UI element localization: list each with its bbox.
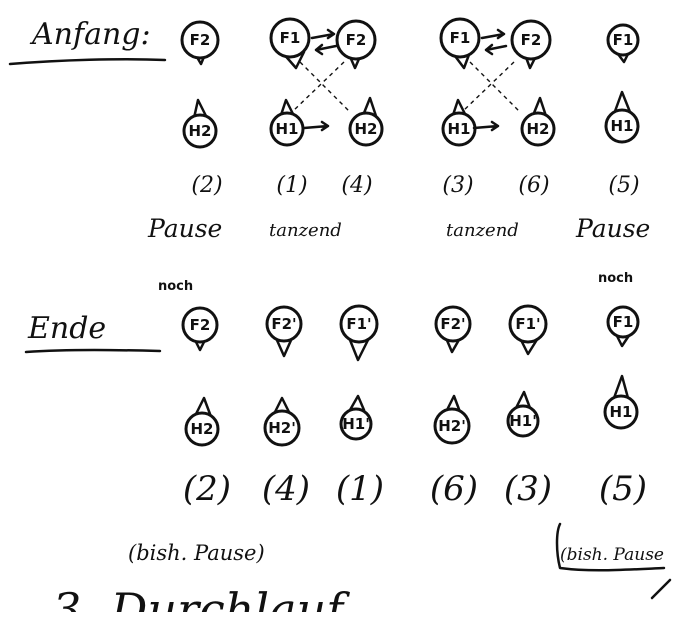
note-right-bracket — [555, 522, 666, 572]
svg-text:H1: H1 — [276, 120, 299, 138]
svg-text:F2': F2' — [440, 315, 465, 333]
svg-text:F1: F1 — [450, 29, 471, 47]
top-woman-5: F2 — [510, 19, 552, 70]
note-bish-pause-left: (bish. Pause) — [128, 541, 265, 565]
state-pause-right: Pause — [575, 214, 650, 243]
top-man-1: H2 — [182, 98, 218, 149]
svg-text:H1: H1 — [610, 403, 633, 421]
top-woman-3: F2 — [335, 19, 377, 70]
svg-text:H2: H2 — [191, 420, 214, 438]
state-tanzend-2: tanzend — [446, 220, 519, 241]
bottom-man-5: H1' — [506, 390, 540, 438]
arrow-left-1 — [314, 43, 338, 56]
svg-text:F2: F2 — [346, 31, 367, 49]
svg-text:F2: F2 — [521, 31, 542, 49]
bottom-woman-2: F2' — [265, 305, 303, 358]
top-number-6: (5) — [608, 173, 639, 198]
top-man-5: H2 — [520, 96, 556, 147]
state-tanzend-1: tanzend — [269, 220, 342, 241]
bottom-number-6: (5) — [599, 469, 647, 509]
svg-text:H2: H2 — [355, 120, 378, 138]
top-man-3: H2 — [348, 96, 384, 147]
top-man-2: H1 — [269, 98, 305, 147]
arrow-men-1 — [302, 120, 330, 132]
cross-lines-1 — [291, 61, 351, 113]
top-number-3: (4) — [341, 173, 372, 198]
bottom-woman-3: F1' — [339, 304, 379, 362]
svg-text:H2': H2' — [268, 419, 296, 437]
note-bish-pause-right: (bish. Pause — [560, 545, 664, 565]
svg-text:F1': F1' — [346, 315, 371, 333]
arrow-right-1 — [310, 28, 336, 40]
cross-lines-2 — [461, 61, 521, 113]
stray-mark — [650, 578, 672, 600]
top-man-4: H1 — [441, 98, 477, 147]
svg-text:F1': F1' — [515, 315, 540, 333]
heading-anfang-underline — [8, 57, 167, 66]
top-number-4: (3) — [442, 173, 473, 198]
svg-text:F2': F2' — [271, 315, 296, 333]
bottom-man-1: H2 — [184, 396, 220, 447]
bottom-man-2: H2' — [263, 396, 301, 447]
heading-ende: Ende — [27, 311, 106, 346]
top-woman-6: F1 — [606, 23, 640, 64]
bottom-woman-4: F2' — [434, 305, 472, 354]
heading-anfang: Anfang: — [29, 17, 151, 52]
bottom-number-5: (3) — [504, 469, 552, 509]
bottom-man-4: H2' — [433, 394, 471, 445]
footer-durchlauf: 3. Durchlauf — [52, 583, 350, 612]
arrow-right-2 — [480, 28, 506, 40]
bottom-woman-6: F1 — [606, 305, 640, 348]
svg-text:H2: H2 — [527, 120, 550, 138]
svg-text:F2: F2 — [190, 316, 211, 334]
noch-label-right: noch — [598, 271, 633, 286]
bottom-woman-5: F1' — [508, 304, 548, 356]
svg-text:H2: H2 — [189, 122, 212, 140]
noch-label-left: noch — [158, 279, 193, 294]
bottom-number-1: (2) — [183, 469, 231, 509]
state-pause-left: Pause — [147, 214, 222, 243]
top-number-2: (1) — [276, 173, 307, 198]
arrow-men-2 — [472, 120, 500, 132]
svg-text:H1': H1' — [509, 412, 537, 430]
svg-text:F2: F2 — [190, 31, 211, 49]
svg-text:H1: H1 — [448, 120, 471, 138]
bottom-woman-1: F2 — [181, 306, 219, 352]
heading-ende-underline — [24, 348, 162, 354]
svg-text:F1: F1 — [280, 29, 301, 47]
arrow-left-2 — [484, 43, 508, 56]
top-number-5: (6) — [518, 173, 549, 198]
svg-text:H1': H1' — [342, 415, 370, 433]
bottom-man-3: H1' — [339, 394, 373, 441]
svg-text:H1: H1 — [611, 117, 634, 135]
top-man-6: H1 — [604, 90, 640, 144]
svg-text:F1: F1 — [613, 313, 634, 331]
bottom-number-4: (6) — [430, 469, 478, 509]
svg-text:F1: F1 — [613, 31, 634, 49]
top-woman-4: F1 — [439, 17, 481, 70]
top-woman-1: F2 — [180, 20, 220, 66]
top-woman-2: F1 — [269, 17, 311, 70]
top-number-1: (2) — [191, 173, 222, 198]
bottom-man-6: H1 — [603, 374, 639, 430]
bottom-number-3: (1) — [336, 469, 384, 509]
svg-text:H2': H2' — [438, 417, 466, 435]
bottom-number-2: (4) — [262, 469, 310, 509]
